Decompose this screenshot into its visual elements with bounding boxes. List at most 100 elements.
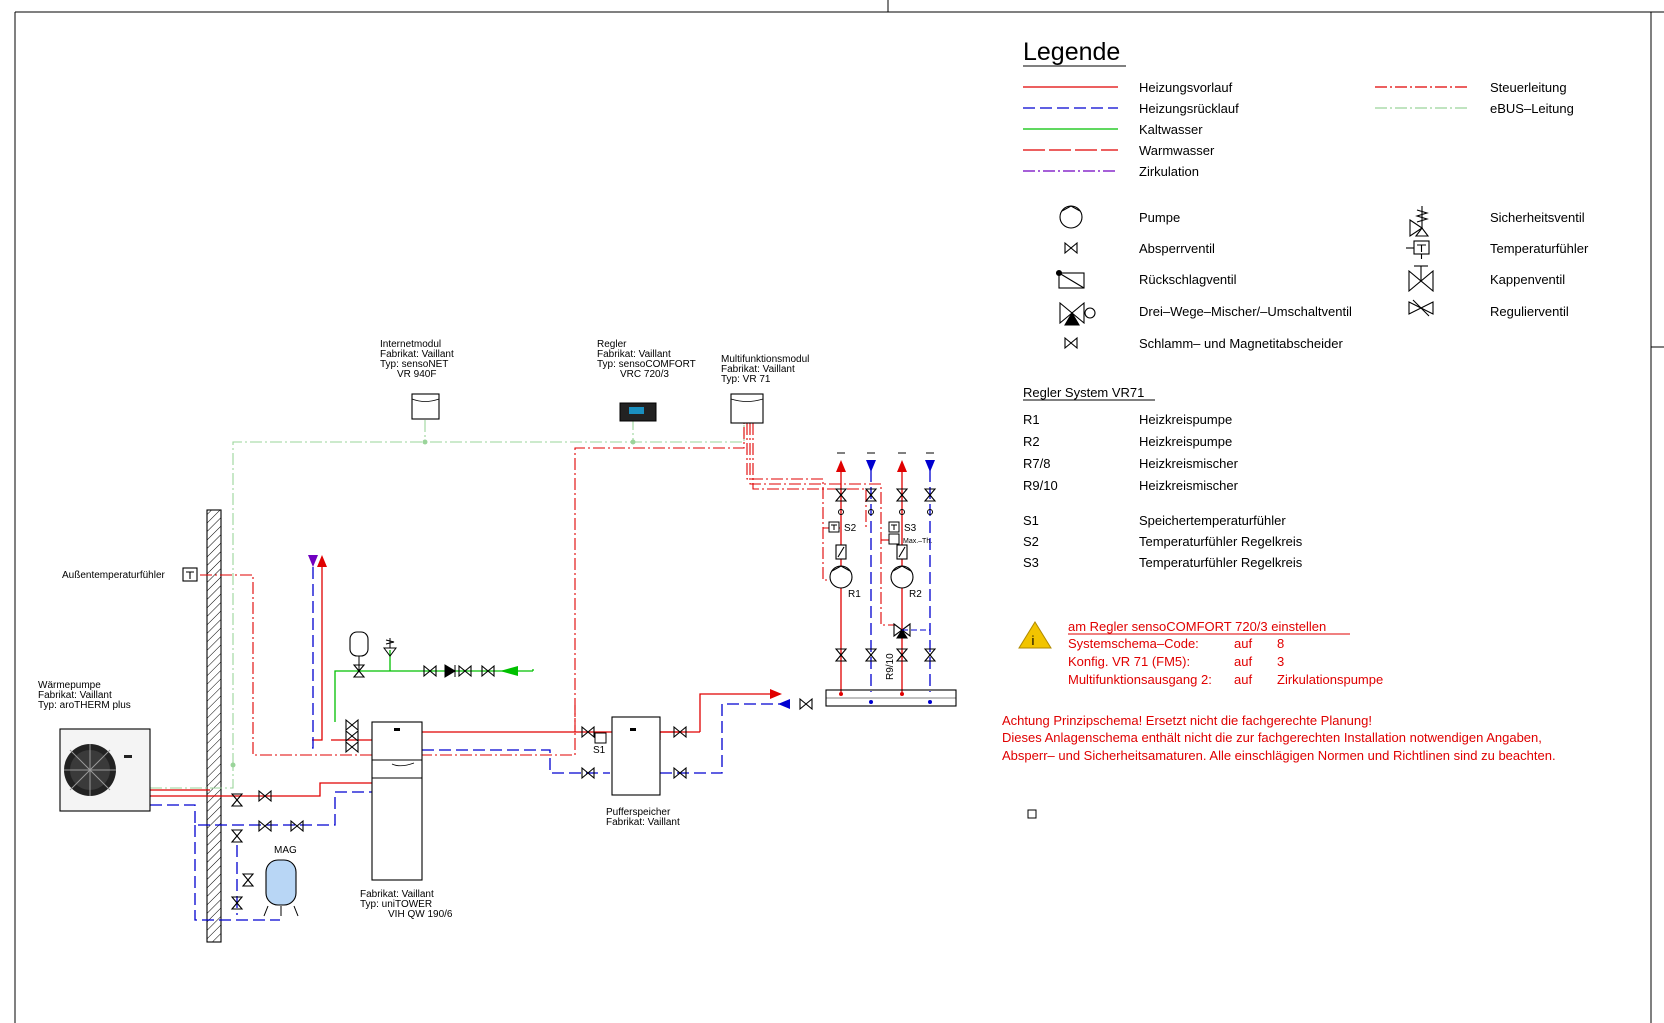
regler-desc-3: Heizkreismischer (1139, 478, 1239, 493)
return-lines (150, 470, 931, 921)
dirt-separator-icon (1064, 337, 1078, 349)
small-square-marker (1027, 809, 1037, 819)
puffer-line-0: Pufferspeicher (606, 807, 671, 818)
internetmodul-line-1: Fabrikat: Vaillant (380, 349, 454, 360)
sensor-code-1: S2 (1023, 534, 1039, 549)
symbol-label-1: Absperrventil (1139, 241, 1215, 256)
unitower: Fabrikat: Vaillant Typ: uniTOWER VIH QW … (360, 721, 453, 920)
symbol-label-right-0: Sicherheitsventil (1490, 210, 1585, 225)
cap-valve-icon (1408, 265, 1434, 293)
regler-code-0: R1 (1023, 412, 1040, 427)
sensor-desc-2: Temperaturfühler Regelkreis (1139, 555, 1303, 570)
safety-valve-icon (1409, 206, 1430, 238)
sensor-code-2: S3 (1023, 555, 1039, 570)
heatpump-line-1: Fabrikat: Vaillant (38, 690, 112, 701)
heatpump-line-2: Typ: aroTHERM plus (38, 700, 131, 711)
legend-label-0: Heizungsvorlauf (1139, 80, 1233, 95)
three-way-valve-icon (1059, 301, 1096, 326)
regler-code-1: R2 (1023, 434, 1040, 449)
heatpump-line-0: Wärmepumpe (38, 680, 101, 691)
settings-value-2: Zirkulationspumpe (1277, 672, 1383, 687)
internetmodul-line-2: Typ: sensoNET (380, 359, 448, 370)
internetmodul-line-0: Internetmodul (380, 339, 441, 350)
symbol-label-4: Schlamm– und Magnetitabscheider (1139, 336, 1343, 351)
internet-module: Internetmodul Fabrikat: Vaillant Typ: se… (380, 339, 454, 420)
legend-label-1: Heizungsrücklauf (1139, 101, 1239, 116)
notice-line-3: Absperr– und Sicherheitsamaturen. Alle e… (1002, 748, 1556, 763)
label-r1: R1 (848, 589, 861, 600)
heat-pump-aratherm: Wärmepumpe Fabrikat: Vaillant Typ: aroTH… (38, 680, 151, 812)
outdoor-sensor-label: Außentemperaturfühler (62, 570, 166, 581)
symbol-label-3: Drei–Wege–Mischer/–Umschaltventil (1139, 304, 1352, 319)
notice-line-2: Dieses Anlagenschema enthält nicht die z… (1002, 730, 1542, 745)
warning-icon: i (1018, 621, 1052, 649)
legend-line-samples (1023, 86, 1470, 172)
settings-title: am Regler sensoCOMFORT 720/3 einstellen (1068, 619, 1326, 634)
label-s2: S2 (844, 523, 857, 534)
legend: Legende Heizungsvorlauf Heizungsrücklauf… (1023, 38, 1589, 351)
pump-icon (1059, 205, 1083, 229)
buffer-tank: S1 Pufferspeicher Fabrikat: Vaillant (593, 716, 680, 828)
notice-line-1: Achtung Prinzipschema! Ersetzt nicht die… (1002, 713, 1372, 728)
temperature-sensor-icon (1406, 240, 1430, 259)
regulating-valve-icon (1408, 299, 1434, 317)
regler-line-3: VRC 720/3 (620, 369, 669, 380)
unitower-line-1: Typ: uniTOWER (360, 899, 432, 910)
controller-sensocomfort: Regler Fabrikat: Vaillant Typ: sensoCOMF… (597, 339, 696, 422)
symbol-label-2: Rückschlagventil (1139, 272, 1237, 287)
legend-title: Legende (1023, 38, 1120, 66)
settings-block: i am Regler sensoCOMFORT 720/3 einstelle… (1002, 619, 1556, 819)
sensor-s3 (888, 521, 900, 545)
distribution-manifold (825, 689, 957, 707)
settings-value-0: 8 (1277, 636, 1284, 651)
expansion-vessel-dhw (349, 631, 369, 671)
regler-desc-2: Heizkreismischer (1139, 456, 1239, 471)
sensor-desc-1: Temperaturfühler Regelkreis (1139, 534, 1303, 549)
sensor-code-0: S1 (1023, 513, 1039, 528)
cold-water-line (334, 650, 534, 722)
symbol-label-right-3: Regulierventil (1490, 304, 1569, 319)
regler-table: Regler System VR71 R1 Heizkreispumpe R2 … (1023, 385, 1303, 570)
control-lines (200, 423, 895, 756)
supply-lines (150, 470, 903, 797)
label-r9-10: R9/10 (885, 653, 896, 680)
legend-label-right-1: eBUS–Leitung (1490, 101, 1574, 116)
label-s1: S1 (593, 745, 606, 756)
flow-arrows (308, 460, 935, 709)
shutoff-valve-icon (1064, 242, 1078, 254)
legend-label-4: Zirkulation (1139, 164, 1199, 179)
symbol-label-right-1: Temperaturfühler (1490, 241, 1589, 256)
label-s3: S3 (904, 523, 917, 534)
regler-desc-1: Heizkreispumpe (1139, 434, 1232, 449)
legend-label-2: Kaltwasser (1139, 122, 1203, 137)
symbol-label-right-2: Kappenventil (1490, 272, 1565, 287)
mfm-line-0: Multifunktionsmodul (721, 354, 809, 365)
unitower-line-2: VIH QW 190/6 (388, 909, 453, 920)
mfm-line-2: Typ: VR 71 (721, 374, 771, 385)
building-wall (206, 509, 222, 943)
regler-line-2: Typ: sensoCOMFORT (597, 359, 696, 370)
regler-title: Regler System VR71 (1023, 385, 1144, 400)
check-valve-icon (1055, 269, 1085, 289)
sensor-desc-0: Speichertemperaturfühler (1139, 513, 1286, 528)
pump-r2 (890, 544, 914, 589)
settings-label-0: Systemschema–Code: (1068, 636, 1199, 651)
cold-water-arrow (500, 666, 518, 676)
pump-r1 (829, 544, 853, 589)
mixer-r9-10 (893, 622, 930, 639)
legend-label-3: Warmwasser (1139, 143, 1215, 158)
outdoor-temperature-sensor: Außentemperaturfühler (62, 567, 198, 582)
regler-desc-0: Heizkreispumpe (1139, 412, 1232, 427)
unitower-line-0: Fabrikat: Vaillant (360, 889, 434, 900)
settings-auf-1: auf (1234, 654, 1252, 669)
puffer-line-1: Fabrikat: Vaillant (606, 817, 680, 828)
settings-label-1: Konfig. VR 71 (FM5): (1068, 654, 1190, 669)
settings-value-1: 3 (1277, 654, 1284, 669)
settings-label-2: Multifunktionsausgang 2: (1068, 672, 1212, 687)
safety-valve-dhw (383, 638, 397, 657)
expansion-vessel-mag: MAG (263, 845, 299, 917)
settings-auf-0: auf (1234, 636, 1252, 651)
sensor-s2 (828, 521, 840, 533)
regler-line-0: Regler (597, 339, 627, 350)
label-max-th: Max.–Th. (903, 538, 932, 545)
